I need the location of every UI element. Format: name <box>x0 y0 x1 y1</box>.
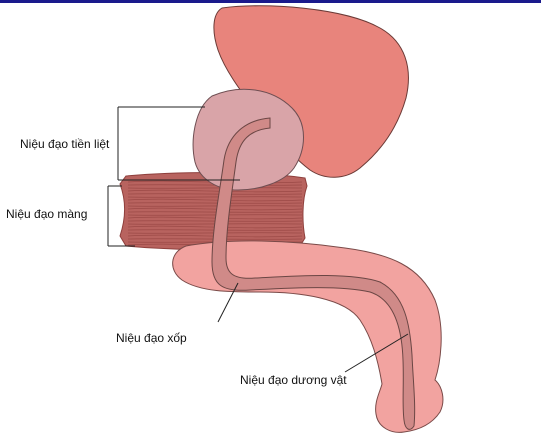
bracket-prostatic-urethra <box>117 106 240 181</box>
muscle-fiber-line <box>127 225 303 229</box>
leader-line-penile <box>344 333 409 373</box>
muscle-striations <box>127 180 303 247</box>
muscle-fiber-line <box>127 220 303 222</box>
label-spongy-urethra: Niệu đạo xốp <box>116 331 187 345</box>
prostate-shape <box>192 88 304 191</box>
muscle-fiber-line <box>127 238 303 240</box>
muscle-fiber-line <box>127 207 303 211</box>
label-penile-urethra: Niệu đạo dương vật <box>240 373 347 387</box>
leader-line-spongy <box>217 282 239 323</box>
muscle-fiber-line <box>127 198 303 202</box>
muscle-fiber-line <box>127 214 303 216</box>
muscle-fiber-line <box>127 202 303 204</box>
muscle-fiber-line <box>127 229 303 231</box>
muscle-fiber-line <box>127 180 303 184</box>
label-prostatic-urethra: Niệu đạo tiền liệt <box>20 137 110 151</box>
muscle-fiber-line <box>127 193 303 195</box>
top-border <box>0 0 541 3</box>
muscle-fiber-line <box>127 211 303 213</box>
muscle-fiber-line <box>127 189 303 193</box>
bracket-membranous-urethra <box>107 185 135 247</box>
muscle-fiber-line <box>127 205 303 207</box>
muscle-fiber-line <box>127 216 303 220</box>
muscle-fiber-line <box>127 232 303 234</box>
urethra-canal <box>211 117 416 430</box>
muscle-fiber-line <box>127 234 303 238</box>
label-membranous-urethra: Niệu đạo màng <box>6 207 87 221</box>
muscle-fiber-line <box>127 223 303 225</box>
muscle-fiber-line <box>127 196 303 198</box>
muscle-fiber-line <box>127 184 303 186</box>
bladder-shape <box>213 5 409 178</box>
muscle-fiber-line <box>127 187 303 189</box>
